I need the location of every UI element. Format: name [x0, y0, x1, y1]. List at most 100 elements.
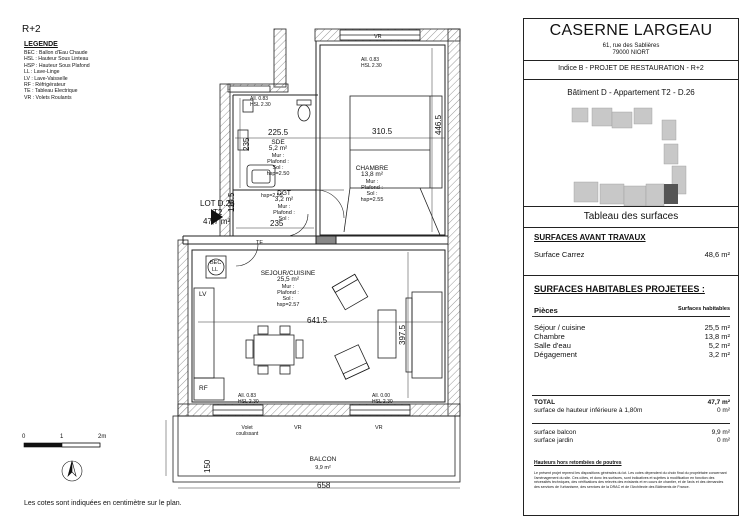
- divider: [524, 79, 738, 80]
- window-hsl: HSL 2.30: [361, 63, 382, 69]
- room-label: Séjour / cuisine: [534, 323, 586, 332]
- fineprint: Le présent projet reprend les dispositio…: [534, 471, 727, 489]
- window-note: All. 0.83 HSL 2.30: [250, 96, 271, 108]
- carrez-label: Surface Carrez: [534, 250, 585, 259]
- lv-label: LV: [199, 291, 207, 298]
- room-finish: Mur :: [277, 203, 291, 210]
- legend-item: VR : Volets Roulants: [24, 94, 72, 101]
- room-name: SDE: [271, 139, 285, 146]
- scale-label: 1: [60, 434, 64, 440]
- entry-arrow-icon: [211, 209, 223, 225]
- windows: [212, 29, 421, 416]
- room-name: CHAMBRE: [355, 165, 389, 172]
- legend-item: LV : Lave-Vaisselle: [24, 75, 68, 82]
- highlighted-building: [664, 184, 678, 204]
- vr-label: VR: [374, 34, 382, 40]
- table-title: Tableau des surfaces: [583, 211, 679, 222]
- room-finish: Sol :: [272, 165, 284, 172]
- lot-area: 47,7 m²: [203, 217, 231, 226]
- divider: [524, 275, 738, 276]
- pieces-header: Pièces Surfaces habitables: [534, 306, 730, 315]
- window-allege: All. 0.83: [361, 57, 380, 63]
- room-finish: Mur :: [365, 178, 379, 185]
- bec-label: BEC: [210, 260, 222, 266]
- legend-item: BEC : Ballon d'Eau Chaude: [24, 50, 88, 56]
- room-name: BALCON: [309, 456, 337, 463]
- habitable-label: Surfaces habitables: [678, 306, 730, 312]
- pieces-label: Pièces: [534, 306, 558, 315]
- volet-label: Volet coulissant: [236, 425, 258, 437]
- under-value: 0 m²: [717, 407, 730, 414]
- scale-label: 0: [22, 434, 26, 440]
- carrez-row: Surface Carrez 48,6 m²: [534, 250, 730, 259]
- volet-line: coulissant: [236, 431, 259, 437]
- jardin-label: surface jardin: [534, 437, 574, 444]
- balcon-label: surface balcon: [534, 429, 577, 436]
- room-area: 9,9 m²: [315, 465, 331, 471]
- hsp-label: hsp=2.55: [261, 193, 283, 199]
- dimension-note: Les cotes sont indiquées en centimètre s…: [24, 500, 182, 507]
- under-label: surface de hauteur inférieure à 1,80m: [534, 407, 643, 414]
- dim-label: 235: [270, 219, 284, 228]
- door-swings: [235, 189, 345, 267]
- legend-item: HSL : Hauteur Sous Linteau: [24, 56, 89, 63]
- room-value: 5,2 m²: [708, 341, 730, 350]
- ll-label: LL: [212, 267, 219, 273]
- room-sde: SDE 5,2 m² Mur : Plafond : Sol : hsp=2.5…: [257, 139, 299, 178]
- project-title: CASERNE LARGEAU: [549, 22, 713, 39]
- volet-line: Volet: [241, 425, 253, 431]
- room-finish: Sol :: [366, 191, 378, 198]
- room-chambre: CHAMBRE 13,8 m² Mur : Plafond : Sol : hs…: [342, 165, 402, 204]
- bed: [343, 95, 443, 236]
- room-name: DGT: [277, 190, 291, 197]
- room-balcon: BALCON 9,9 m²: [298, 456, 348, 472]
- address-line: 79000 NIORT: [612, 50, 650, 56]
- jardin-value: 0 m²: [717, 437, 730, 444]
- room-dgt: DGT 3,2 m² Mur : Plafond : Sol :: [264, 190, 304, 223]
- window-hsl: HSL 2.30: [250, 102, 271, 108]
- project-index: Indice B - PROJET DE RESTAURATION - R+2: [558, 65, 704, 72]
- dim-label: 658: [317, 481, 331, 490]
- divider: [532, 423, 730, 424]
- dim-label: 150: [203, 459, 212, 473]
- room-area: 5,2 m²: [268, 145, 288, 153]
- dim-label: 225.5: [268, 128, 289, 137]
- scale-label: 2m: [98, 434, 107, 440]
- rf-label: RF: [199, 385, 208, 392]
- after-title: SURFACES HABITABLES PROJETEES :: [534, 284, 705, 294]
- room-area: 13,8 m²: [360, 171, 384, 179]
- address-line: 61, rue des Sablières: [602, 43, 660, 49]
- divider: [532, 316, 730, 317]
- divider: [524, 60, 738, 61]
- window-note: All. 0.83 HSL 2.30: [361, 57, 382, 69]
- dim-label: 446.5: [434, 114, 443, 135]
- legend-title: LEGENDE: [24, 41, 58, 48]
- dim-label: 641.5: [307, 316, 328, 325]
- legend-list: BEC : Ballon d'Eau Chaude HSL : Hauteur …: [24, 50, 90, 101]
- room-finish: Mur :: [281, 283, 295, 290]
- room-name: SEJOUR/CUISINE: [260, 270, 316, 277]
- legend-item: LL : Lave-Linge: [24, 69, 60, 76]
- dim-label: 235: [242, 137, 251, 151]
- balcon-value: 9,9 m²: [711, 429, 730, 436]
- room-hsp: hsp=2.57: [276, 302, 300, 309]
- room-label: Dégagement: [534, 350, 577, 359]
- inner-walls: [182, 41, 448, 403]
- before-title: SURFACES AVANT TRAVAUX: [534, 233, 646, 242]
- dim-label: 310.5: [372, 127, 393, 136]
- room-finish: Plafond :: [277, 289, 299, 296]
- footnote-title: Hauteurs hors retombées de poutres: [534, 460, 622, 466]
- room-area: 3,2 m²: [274, 196, 294, 204]
- vr-label: VR: [294, 425, 302, 431]
- window-allege: All. 0.83: [250, 96, 269, 102]
- te-label: TE: [256, 240, 264, 246]
- room-finish: Sol :: [278, 216, 290, 223]
- room-label: Chambre: [534, 332, 565, 341]
- balcony: [172, 415, 461, 483]
- dim-label: 397.5: [398, 324, 407, 345]
